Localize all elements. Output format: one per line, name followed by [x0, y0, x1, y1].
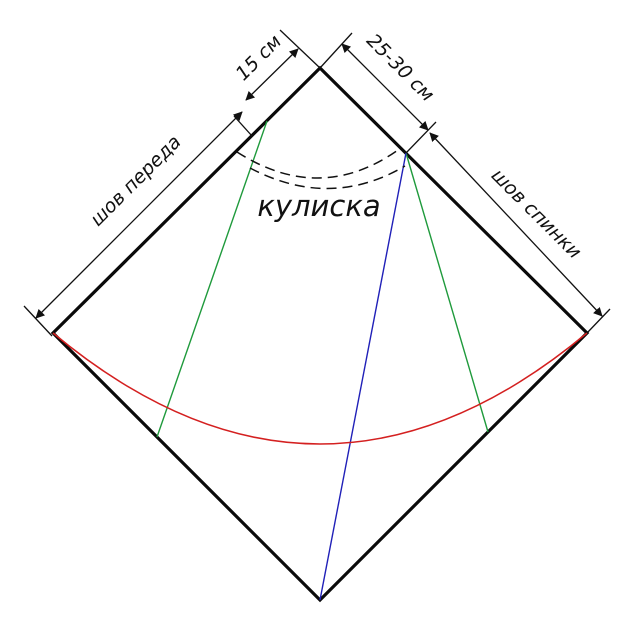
drawstring-label: кулиска: [257, 189, 380, 223]
back-seam-dimension-line: [429, 132, 603, 317]
drawstring-arc-outer: [249, 165, 406, 190]
measure-15-label: 15 см: [232, 31, 286, 85]
measure-25-30-dimension-line: [341, 43, 429, 131]
pattern-square-outline: [50, 65, 590, 603]
drawstring-arc-inner: [236, 149, 399, 179]
measure-25-30-extension-bottom: [405, 121, 437, 154]
front-seam-extension-bottom: [23, 305, 53, 337]
measure-15-dimension-line: [245, 48, 299, 101]
front-seam-extension-top: [233, 115, 253, 137]
front-seam-dimension-line: [35, 111, 243, 319]
measure-25-30-label: 25-30 см: [362, 30, 438, 106]
measure-25-30-extension-top: [319, 32, 353, 69]
hem-curve: [52, 332, 588, 445]
measure-15-extension-top: [279, 29, 321, 69]
back-seam-extension-bottom: [586, 308, 611, 334]
blue-guide-line: [319, 152, 407, 601]
